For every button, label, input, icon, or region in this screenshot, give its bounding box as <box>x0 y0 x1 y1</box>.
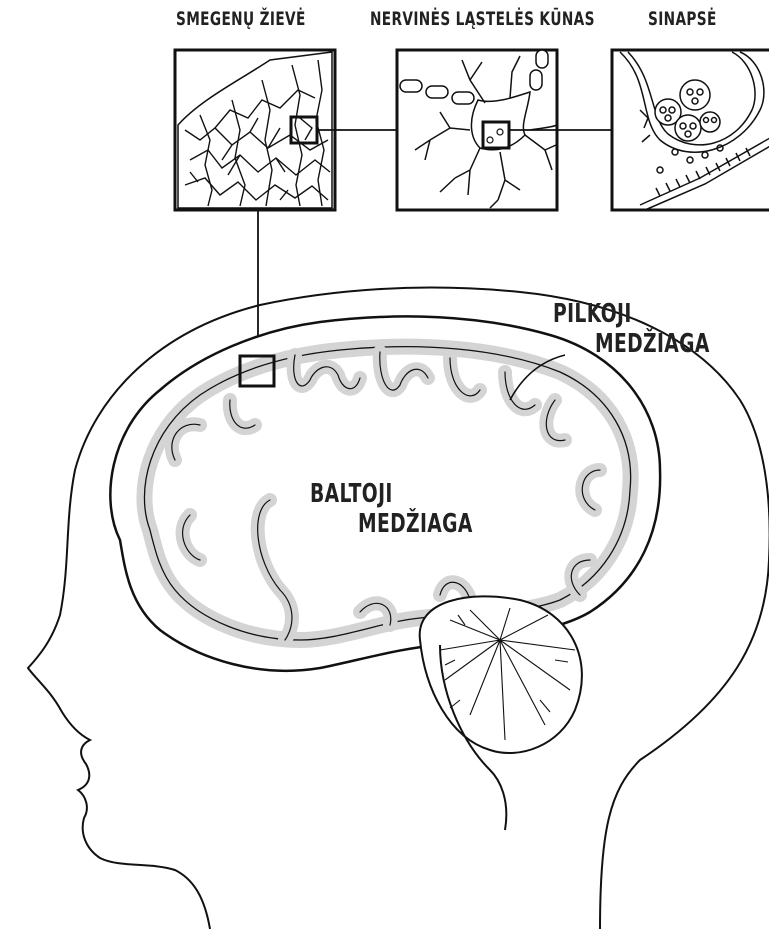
white-matter-label-line2: MEDŽIAGA <box>358 510 473 538</box>
cerebellum <box>420 596 582 830</box>
synapse-inset <box>612 50 769 210</box>
gray-matter-label-line1: PILKOJI <box>553 300 632 328</box>
gray-matter-label-line2: MEDŽIAGA <box>595 330 710 358</box>
white-matter-label-line1: BALTOJI <box>310 480 393 508</box>
cortex-inset <box>175 50 335 210</box>
